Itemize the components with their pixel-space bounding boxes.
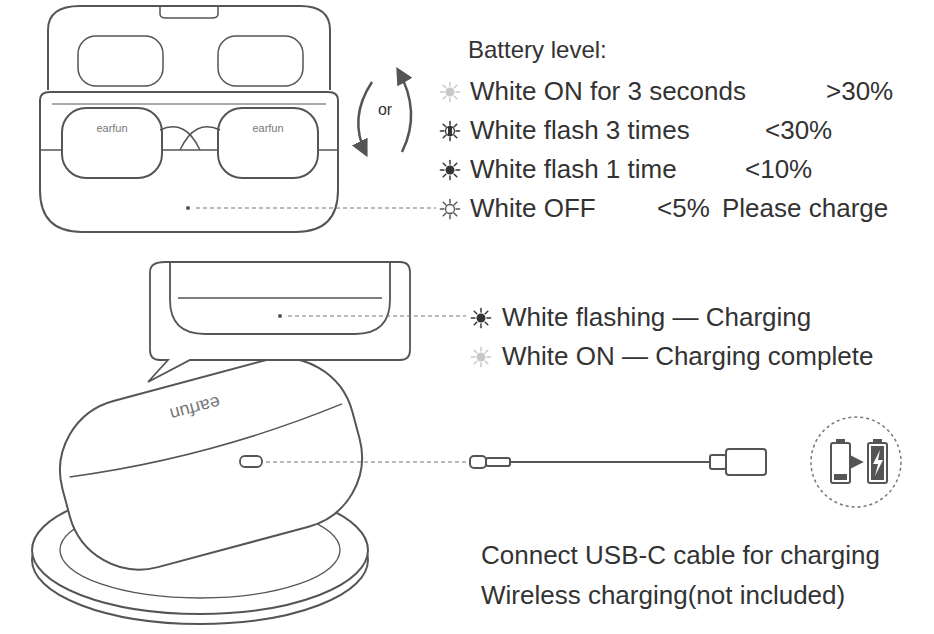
status-text: White OFF xyxy=(470,194,596,224)
instruction-text: Connect USB-C cable for charging xyxy=(481,541,880,571)
brand-mark: earfun xyxy=(96,122,127,135)
battery-level: <30% xyxy=(765,116,832,146)
close-arrow xyxy=(358,82,372,154)
battery-level: >30% xyxy=(826,77,893,107)
open-case xyxy=(40,6,338,232)
battery-icon xyxy=(811,417,901,507)
leader-line xyxy=(196,207,436,208)
instruction-text: Wireless charging(not included) xyxy=(481,581,845,611)
brand-mark: earfun xyxy=(252,122,283,135)
status-text: White ON for 3 seconds xyxy=(470,77,746,107)
leader-line xyxy=(266,461,466,462)
open-arrow xyxy=(398,70,411,152)
usb-c-port xyxy=(240,456,262,467)
status-text: White ON — Charging complete xyxy=(502,342,873,372)
usb-c-cable xyxy=(470,449,766,475)
callout-bubble xyxy=(148,262,410,382)
battery-level: <10% xyxy=(745,155,812,185)
status-text: White flash 1 time xyxy=(470,155,677,185)
battery-level: <5% xyxy=(657,194,710,224)
brand-mark: earfun xyxy=(168,391,223,424)
status-text: White flash 3 times xyxy=(470,116,690,146)
closed-case xyxy=(44,342,378,586)
charge-note: Please charge xyxy=(722,194,888,224)
leader-line xyxy=(288,315,466,316)
status-text: White flashing — Charging xyxy=(502,303,811,333)
motion-note: or xyxy=(378,101,392,119)
section-heading: Battery level: xyxy=(468,36,607,64)
